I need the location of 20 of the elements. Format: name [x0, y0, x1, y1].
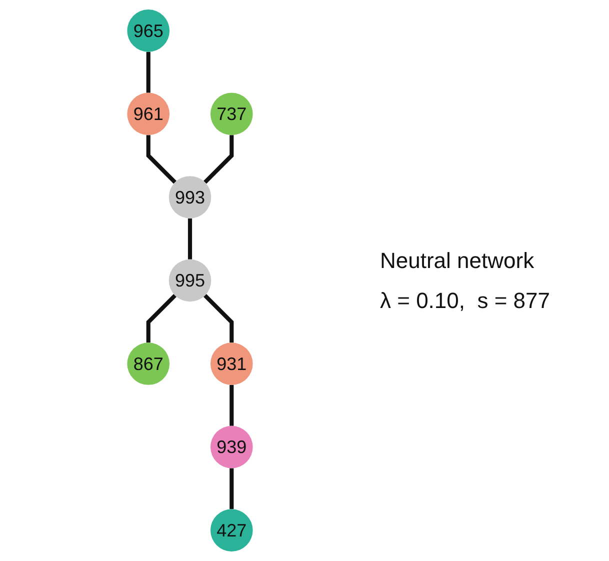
connector	[204, 135, 234, 184]
node-circle	[210, 342, 253, 385]
annotation-text: Neutral network	[380, 248, 536, 274]
connector	[188, 218, 192, 260]
node-circle	[210, 426, 253, 468]
node-circle	[127, 92, 170, 136]
connector	[230, 468, 234, 510]
connector	[146, 135, 176, 184]
connector	[230, 384, 234, 426]
node-circle	[168, 176, 212, 218]
node-circle	[127, 10, 170, 52]
node-circle	[127, 342, 170, 385]
node-circle	[210, 509, 253, 552]
connector	[204, 294, 234, 343]
node-circle	[168, 259, 212, 302]
node-circle	[210, 92, 253, 136]
connector	[146, 52, 150, 93]
network-diagram: 965 961 737 993 995 867 931 939 427	[0, 3, 380, 558]
annotation-text: λ = 0.10, s = 877	[380, 288, 552, 314]
connector	[146, 294, 176, 343]
